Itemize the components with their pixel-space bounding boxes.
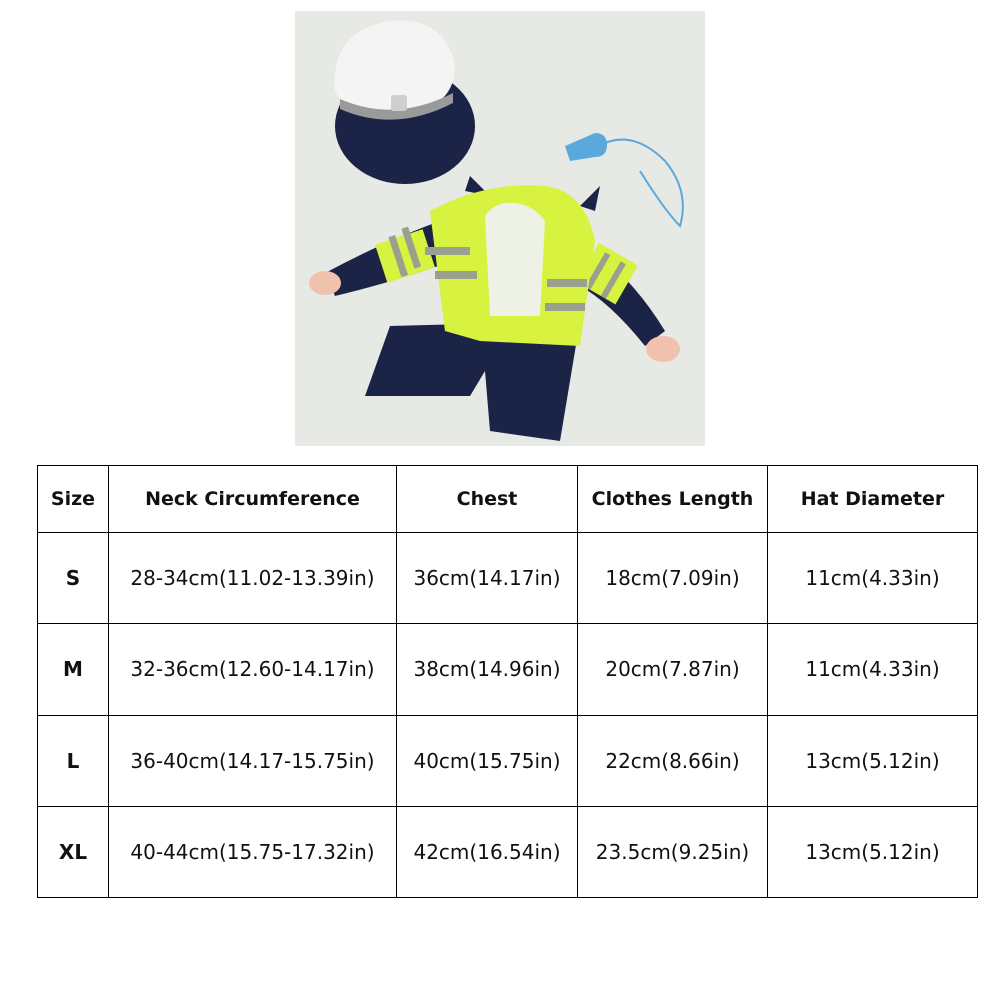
reflective-uniform-icon [309, 176, 680, 441]
chest-cell: 36cm(14.17in) [396, 531, 578, 625]
chest-cell: 42cm(16.54in) [396, 805, 578, 899]
size-cell: M [37, 623, 109, 716]
captain-hat-icon [334, 20, 475, 184]
size-cell: L [37, 714, 109, 807]
header-clothes-length: Clothes Length [577, 465, 768, 533]
length-cell: 20cm(7.87in) [577, 623, 768, 716]
length-cell: 22cm(8.66in) [577, 714, 768, 807]
header-hat-diameter: Hat Diameter [767, 465, 978, 533]
hat-cell: 11cm(4.33in) [767, 623, 978, 716]
length-cell: 23.5cm(9.25in) [577, 805, 768, 899]
header-size: Size [37, 465, 109, 533]
hat-cell: 13cm(5.12in) [767, 805, 978, 899]
size-chart-table: Size Neck Circumference Chest Clothes Le… [37, 465, 978, 899]
size-cell: XL [37, 805, 109, 899]
header-chest: Chest [396, 465, 578, 533]
whistle-icon [565, 133, 684, 228]
header-neck-circumference: Neck Circumference [108, 465, 397, 533]
length-cell: 18cm(7.09in) [577, 531, 768, 625]
table-row: S 28-34cm(11.02-13.39in) 36cm(14.17in) 1… [37, 531, 978, 625]
table-header-row: Size Neck Circumference Chest Clothes Le… [37, 465, 978, 533]
neck-cell: 32-36cm(12.60-14.17in) [108, 623, 397, 716]
table-row: XL 40-44cm(15.75-17.32in) 42cm(16.54in) … [37, 805, 978, 899]
neck-cell: 28-34cm(11.02-13.39in) [108, 531, 397, 625]
chest-cell: 38cm(14.96in) [396, 623, 578, 716]
hat-cell: 13cm(5.12in) [767, 714, 978, 807]
table-row: M 32-36cm(12.60-14.17in) 38cm(14.96in) 2… [37, 623, 978, 716]
chest-cell: 40cm(15.75in) [396, 714, 578, 807]
table-row: L 36-40cm(14.17-15.75in) 40cm(15.75in) 2… [37, 714, 978, 807]
neck-cell: 36-40cm(14.17-15.75in) [108, 714, 397, 807]
size-cell: S [37, 531, 109, 625]
hat-cell: 11cm(4.33in) [767, 531, 978, 625]
product-photo [295, 11, 705, 446]
neck-cell: 40-44cm(15.75-17.32in) [108, 805, 397, 899]
